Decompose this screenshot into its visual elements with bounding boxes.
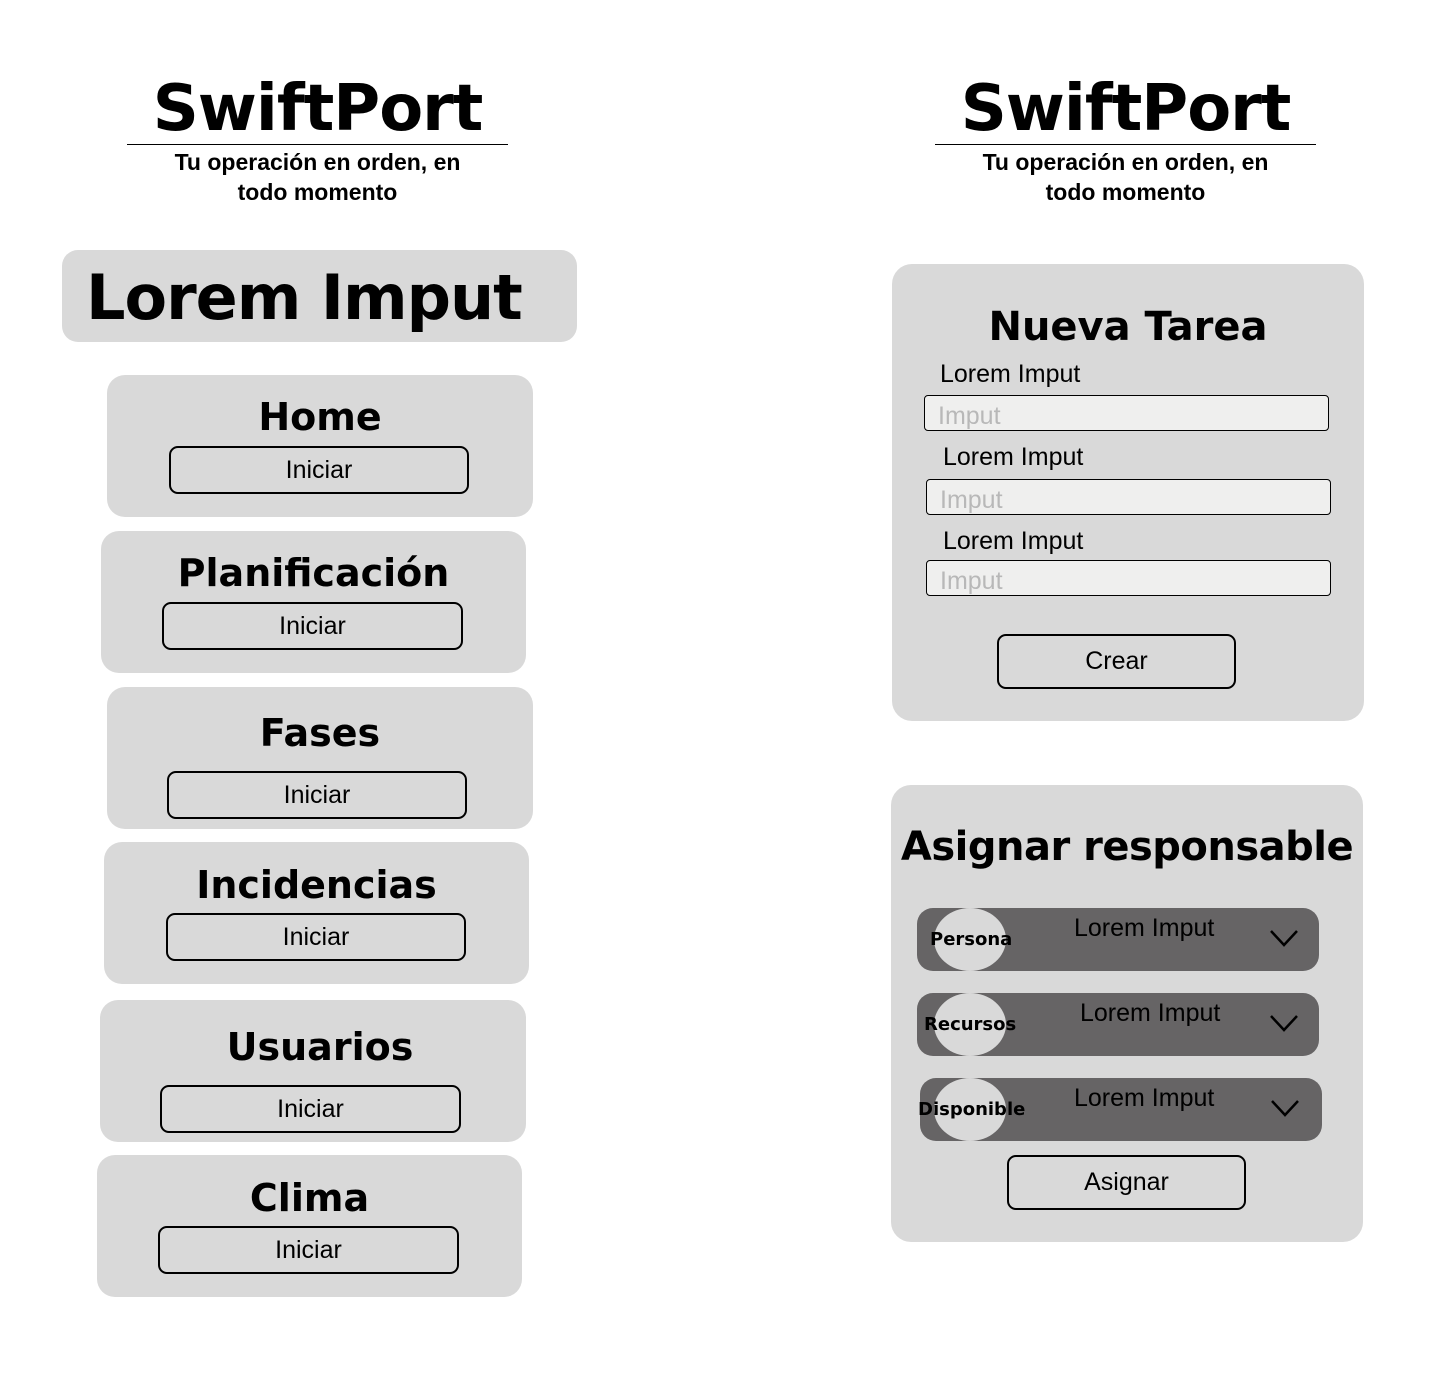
create-button[interactable]: Crear [997, 634, 1236, 689]
task-field-label: Lorem Imput [943, 443, 1084, 471]
select-tag-circle [934, 993, 1006, 1056]
task-field-label: Lorem Imput [943, 527, 1084, 555]
app-tagline: Tu operación en orden, en todo momento [982, 149, 1269, 205]
select-tag-label: Recursos [924, 1014, 1017, 1035]
assign-button[interactable]: Asignar [1007, 1155, 1246, 1210]
select-recursos[interactable]: Recursos Lorem Imput [917, 993, 1319, 1056]
start-button-clima[interactable]: Iniciar [158, 1226, 459, 1274]
nav-card-title: Incidencias [196, 863, 437, 907]
nav-card-title: Planificación [177, 551, 450, 595]
start-button-fases[interactable]: Iniciar [167, 771, 467, 819]
assign-title: Asignar responsable [900, 824, 1354, 870]
nav-card-title: Clima [249, 1176, 370, 1220]
nav-card-title: Usuarios [226, 1025, 414, 1069]
app-logo-title: SwiftPort [934, 74, 1317, 145]
app-logo-title: SwiftPort [126, 74, 509, 145]
chevron-down-icon [1270, 1015, 1298, 1032]
task-field-input [926, 560, 1331, 596]
select-value: Lorem Imput [1074, 1084, 1215, 1112]
select-value: Lorem Imput [1080, 999, 1221, 1027]
brand-left: SwiftPort Tu operación en orden, en todo… [126, 74, 509, 207]
select-tag-circle [934, 908, 1006, 971]
select-tag-label: Disponible [918, 1099, 1026, 1120]
new-task-title: Nueva Tarea [988, 304, 1268, 350]
brand-right: SwiftPort Tu operación en orden, en todo… [934, 74, 1317, 207]
app-tagline: Tu operación en orden, en todo momento [174, 149, 461, 205]
nav-card-title: Fases [259, 711, 381, 755]
nav-card-home: Home Iniciar [107, 375, 533, 517]
nav-card-fases: Fases Iniciar [107, 687, 533, 829]
select-disponible[interactable]: Disponible Lorem Imput [918, 1078, 1322, 1141]
start-button-home[interactable]: Iniciar [169, 446, 469, 494]
task-input-3[interactable] [927, 561, 1330, 595]
chevron-down-icon [1270, 930, 1298, 947]
task-input-1[interactable] [925, 396, 1328, 430]
nav-card-incidencias: Incidencias Iniciar [104, 842, 529, 984]
task-field-input [924, 395, 1329, 431]
start-button-incidencias[interactable]: Iniciar [166, 913, 466, 961]
nav-card-title: Home [258, 395, 382, 439]
chevron-down-icon [1271, 1100, 1299, 1117]
menu-header-title: Lorem Imput [86, 261, 523, 334]
assign-panel: Asignar responsable Persona Lorem Imput … [891, 785, 1363, 1242]
task-input-2[interactable] [927, 480, 1330, 514]
menu-header-box: Lorem Imput [62, 250, 577, 342]
start-button-usuarios[interactable]: Iniciar [160, 1085, 461, 1133]
start-button-planificacion[interactable]: Iniciar [162, 602, 463, 650]
task-field-input [926, 479, 1331, 515]
select-persona[interactable]: Persona Lorem Imput [917, 908, 1319, 971]
task-field-label: Lorem Imput [940, 360, 1081, 388]
select-tag-label: Persona [930, 929, 1013, 950]
select-tag-circle [934, 1078, 1006, 1141]
select-value: Lorem Imput [1074, 914, 1215, 942]
nav-card-planificacion: Planificación Iniciar [101, 531, 526, 673]
nav-card-usuarios: Usuarios Iniciar [100, 1000, 526, 1142]
nav-card-clima: Clima Iniciar [97, 1155, 522, 1297]
new-task-panel: Nueva Tarea Lorem Imput Lorem Imput Lore… [892, 264, 1364, 721]
